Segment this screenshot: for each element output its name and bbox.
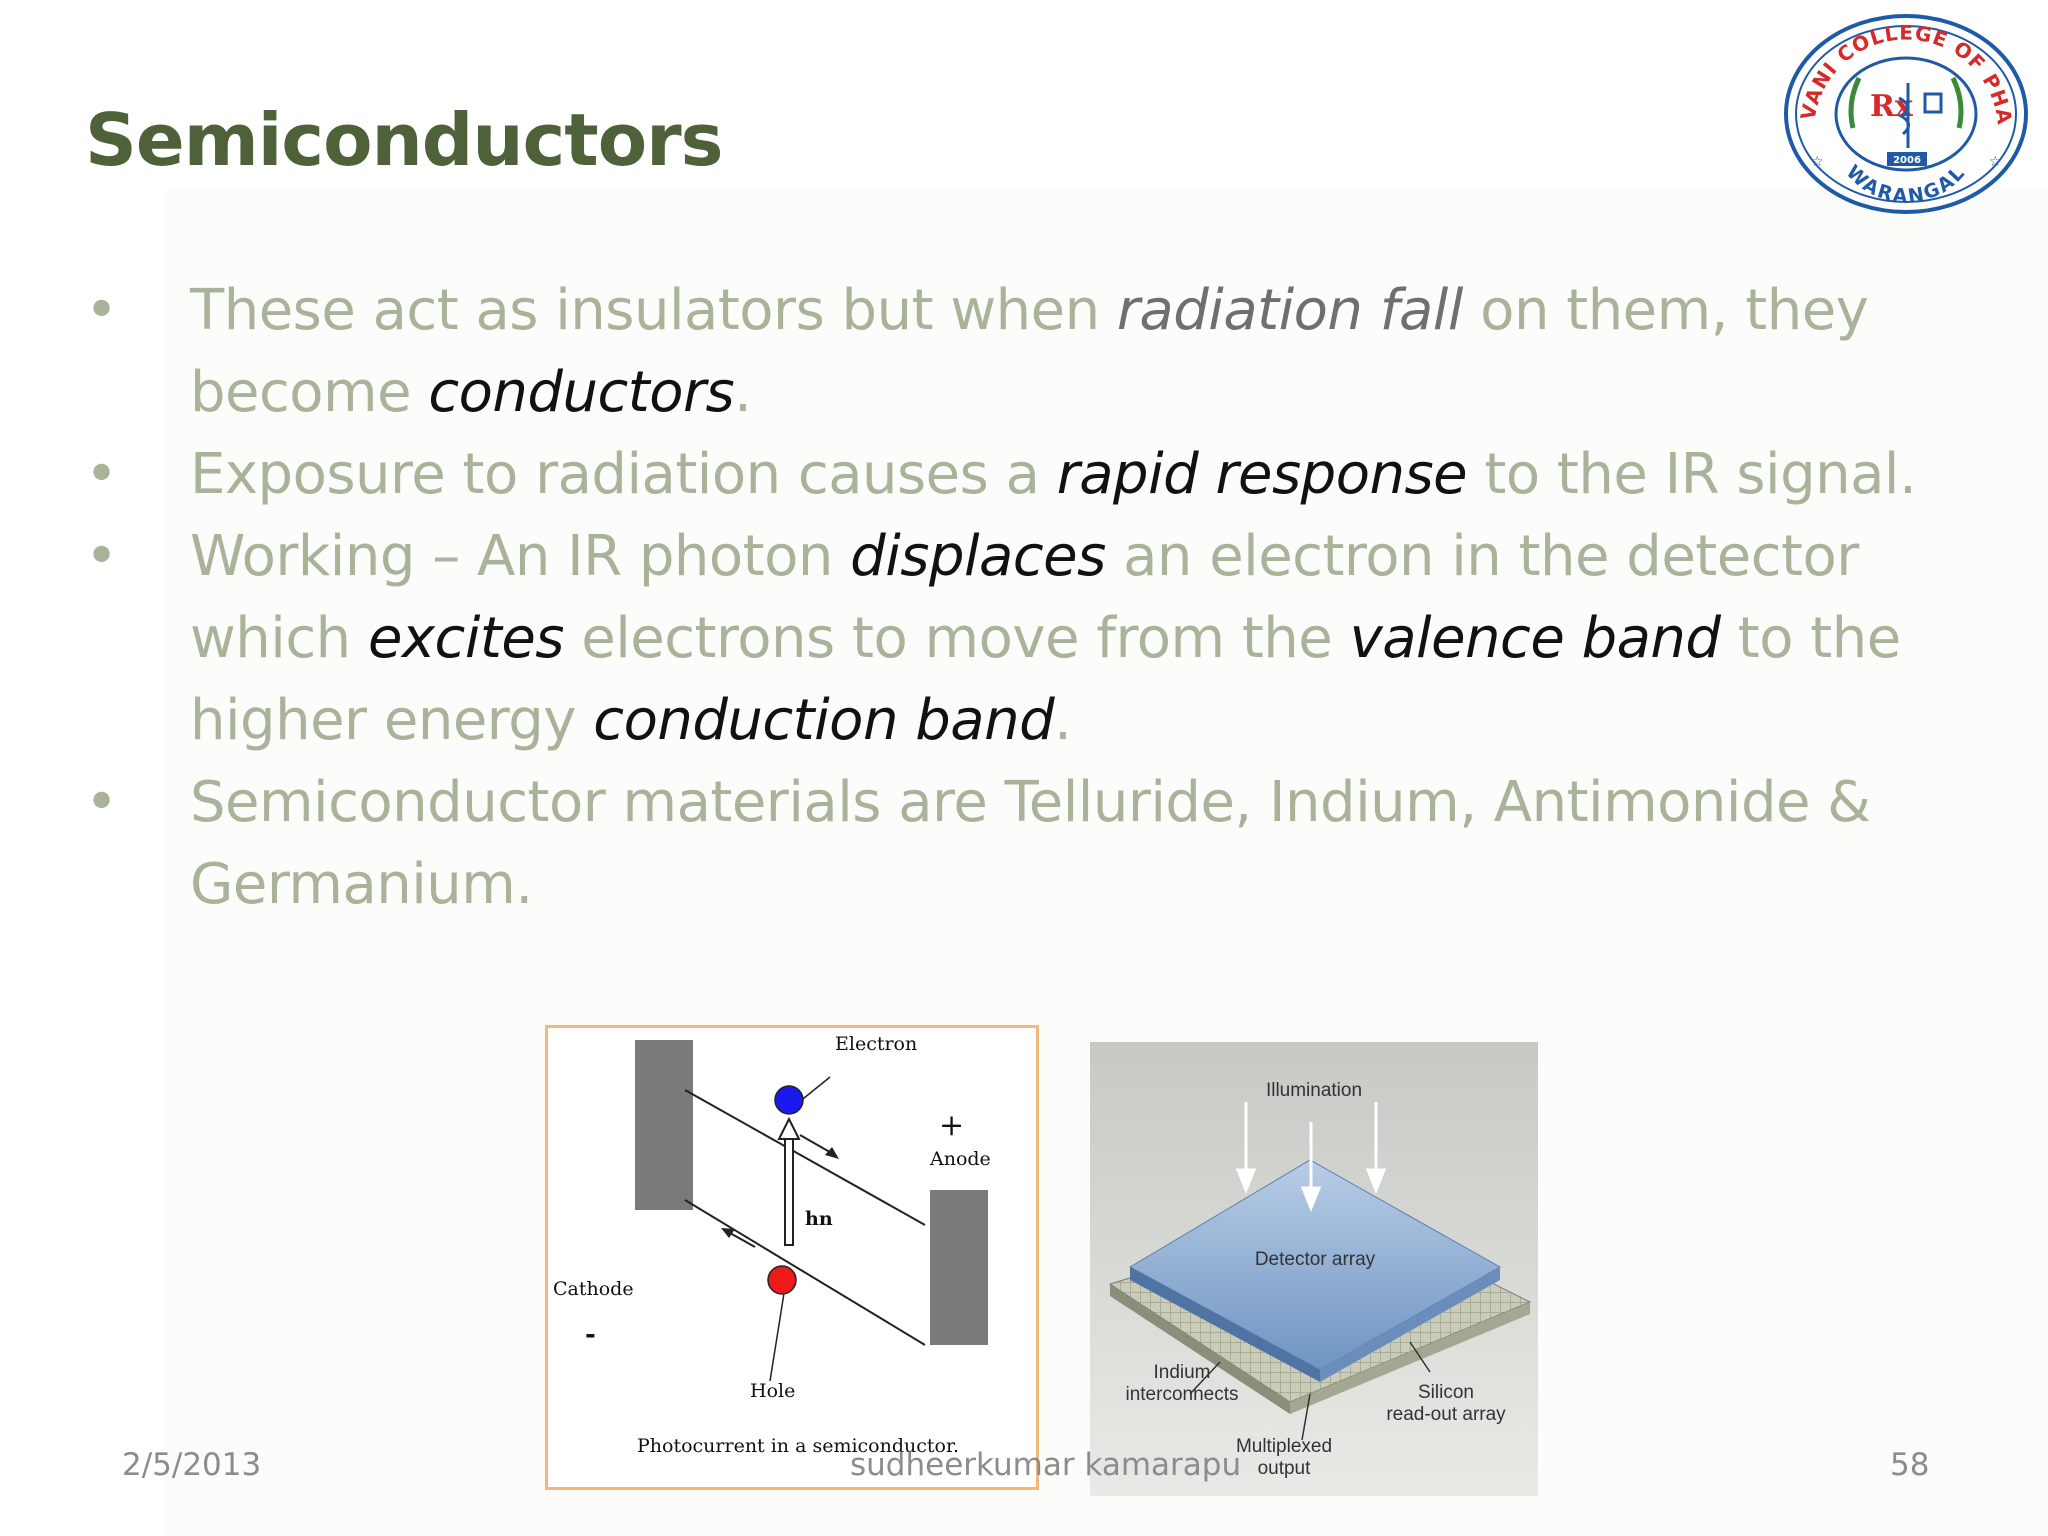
bullet-text-run: . bbox=[734, 360, 752, 425]
plus-sign: + bbox=[939, 1108, 964, 1143]
bullet-text-run: to the IR signal. bbox=[1467, 442, 1917, 507]
illumination-arrow-center-icon bbox=[1300, 1186, 1322, 1213]
illumination-arrow-left-icon bbox=[1235, 1168, 1257, 1195]
mux-label-2: output bbox=[1258, 1458, 1312, 1479]
photon-arrow-icon bbox=[777, 1116, 801, 1140]
cathode-plate bbox=[635, 1040, 693, 1210]
bullet-text-run: These act as insulators but when bbox=[190, 278, 1117, 343]
bullet-dot-icon: • bbox=[85, 524, 118, 589]
bullet-dot-icon: • bbox=[85, 770, 118, 835]
anode-plate bbox=[930, 1190, 988, 1345]
footer-page-number: 58 bbox=[1890, 1447, 1930, 1483]
illumination-label: Illumination bbox=[1266, 1080, 1362, 1101]
cathode-label: Cathode bbox=[553, 1278, 634, 1300]
silicon-label-2: read-out array bbox=[1386, 1404, 1506, 1425]
bullet-dot-icon: • bbox=[85, 442, 118, 507]
detector-array-label: Detector array bbox=[1255, 1249, 1376, 1270]
star-left-icon: ☆ bbox=[1811, 154, 1824, 170]
bullet-text-run: an electron in the detector which bbox=[190, 524, 1859, 671]
bullet-item: • These act as insulators but when radiat… bbox=[85, 270, 1965, 434]
bullet-item: • Semiconductor materials are Telluride, … bbox=[85, 762, 1965, 926]
mortar-icon bbox=[1923, 92, 1943, 114]
electron-dot bbox=[774, 1085, 804, 1115]
hole-label: Hole bbox=[750, 1380, 795, 1402]
bullet-text-run: Semiconductor materials are Telluride, I… bbox=[190, 770, 1871, 917]
bullet-text-run: valence band bbox=[1349, 606, 1721, 671]
illumination-arrow-right-icon bbox=[1365, 1168, 1387, 1195]
mux-label-1: Multiplexed bbox=[1236, 1436, 1332, 1457]
hole-arrow-icon bbox=[721, 1228, 735, 1238]
hole-dot bbox=[767, 1265, 797, 1295]
bullet-text-run: displaces bbox=[850, 524, 1106, 589]
bullet-text-run: on them, they become bbox=[190, 278, 1869, 425]
bullet-dot-icon: • bbox=[85, 278, 118, 343]
conduction-band-line bbox=[684, 1089, 926, 1226]
bullet-item: • Exposure to radiation causes a rapid re… bbox=[85, 434, 1965, 516]
hv-label: hn bbox=[805, 1208, 833, 1230]
bullet-text-run: radiation fall bbox=[1116, 278, 1463, 343]
photocurrent-figure: Electron + Anode hn Cathode - Hole Photo… bbox=[545, 1025, 1039, 1490]
laurel-left-icon bbox=[1848, 76, 1862, 129]
bullet-text-run: electrons to move from the bbox=[563, 606, 1350, 671]
bullet-text-run: conductors bbox=[428, 360, 735, 425]
bullet-text-run: Working – An IR photon bbox=[190, 524, 851, 589]
bullet-text-run: Exposure to radiation causes a bbox=[190, 442, 1057, 507]
anode-label: Anode bbox=[929, 1148, 991, 1170]
bullet-text-run: to the higher energy bbox=[190, 606, 1901, 753]
logo-year: 2006 bbox=[1893, 155, 1921, 166]
silicon-label-1: Silicon bbox=[1418, 1382, 1474, 1403]
indium-label-1: Indium bbox=[1153, 1362, 1210, 1383]
minus-sign: - bbox=[585, 1320, 596, 1350]
footer-date: 2/5/2013 bbox=[122, 1447, 262, 1483]
figure-caption: Photocurrent in a semiconductor. bbox=[637, 1435, 959, 1457]
college-logo: SRI SHIVANI COLLEGE OF PHARMACY WARANGAL… bbox=[1775, 8, 2028, 214]
indium-label-2: interconnects bbox=[1125, 1384, 1238, 1405]
slide-title: Semiconductors bbox=[85, 98, 724, 182]
electron-label: Electron bbox=[835, 1033, 917, 1055]
bullet-list: • These act as insulators but when radiat… bbox=[85, 270, 1965, 926]
bullet-text-run: . bbox=[1054, 688, 1072, 753]
valence-band-line bbox=[684, 1199, 926, 1346]
bullet-text-run: excites bbox=[367, 606, 565, 671]
laurel-right-icon bbox=[1950, 76, 1964, 129]
bullet-text-run: rapid response bbox=[1056, 442, 1468, 507]
electron-arrow-icon bbox=[825, 1147, 839, 1159]
detector-array-figure: Illumination Detector array Indium inter… bbox=[1090, 1042, 1538, 1496]
footer-author: sudheerkumar kamarapu bbox=[850, 1447, 1242, 1483]
bullet-item: • Working – An IR photon displaces an ele… bbox=[85, 516, 1965, 762]
star-right-icon: ☆ bbox=[1989, 154, 2002, 170]
bullet-text-run: conduction band bbox=[593, 688, 1055, 753]
caduceus-icon bbox=[1898, 83, 1910, 148]
